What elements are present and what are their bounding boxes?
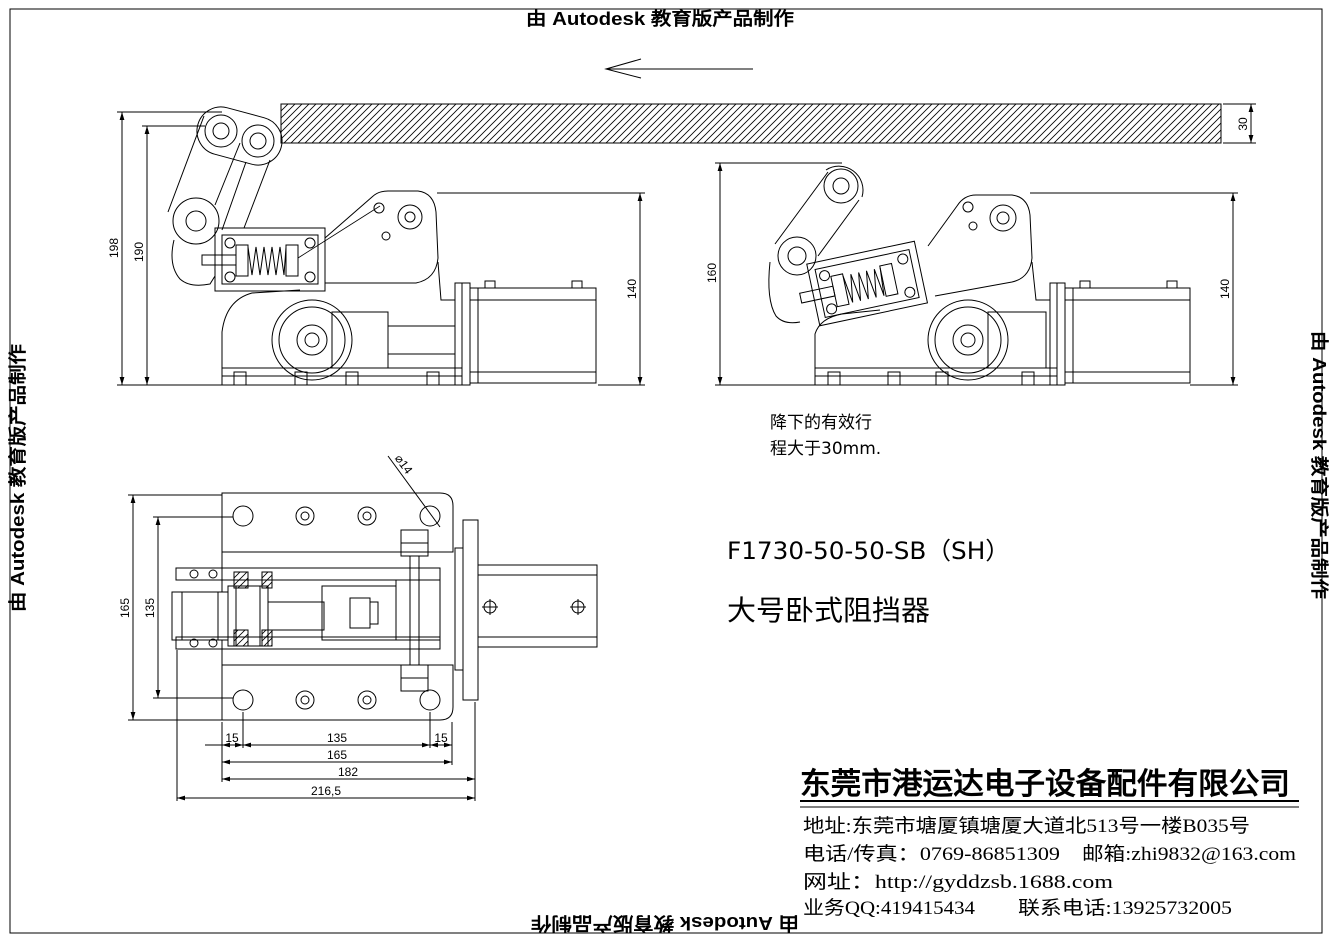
hole-pitch-x-value: 135 xyxy=(327,731,347,745)
company-email: 邮箱:zhi9832@163.com xyxy=(1082,843,1296,865)
company-tel: 联系电话:13925732005 xyxy=(1018,897,1232,919)
rod-housing xyxy=(331,311,389,369)
hole-pitch-y-value: 135 xyxy=(143,598,157,618)
raised-total-height-value: 198 xyxy=(107,238,121,258)
stroke-note-line-2: 程大于30mm. xyxy=(770,439,881,459)
roller-assembly xyxy=(171,571,273,647)
overall-length-dimension: 216,5 xyxy=(177,784,475,801)
overall-length-value: 216,5 xyxy=(311,784,341,798)
company-website: 网址：http://gyddzsb.1688.com xyxy=(803,871,1113,893)
air-port-icon xyxy=(482,599,586,615)
air-cylinder xyxy=(469,280,597,384)
watermark-right: 由 Autodesk 教育版产品制作 xyxy=(1309,331,1330,599)
raised-body-height-value: 140 xyxy=(625,279,639,299)
piston-assembly xyxy=(267,579,441,641)
hole-diameter-value: ⌀14 xyxy=(392,452,416,477)
spring-housing xyxy=(793,240,928,329)
blocker-side-view-raised xyxy=(167,106,597,386)
lowered-roller-height-value: 160 xyxy=(705,263,719,283)
lever-arm xyxy=(167,115,271,286)
hole-spacing-dimension: 15 135 15 xyxy=(205,731,452,748)
workpiece-thickness-value: 30 xyxy=(1236,117,1250,131)
piston-rod xyxy=(387,325,456,355)
plate-width-dimension: 165 xyxy=(118,494,222,721)
through-bolt xyxy=(400,529,429,692)
raised-roller-height-value: 190 xyxy=(132,242,146,262)
rod-housing xyxy=(987,311,1047,369)
product-name: 大号卧式阻挡器 xyxy=(727,594,930,627)
air-cylinder xyxy=(477,564,598,648)
lowered-body-height-dimension: 140 xyxy=(1030,192,1238,386)
plate-width-value: 165 xyxy=(118,598,132,618)
raised-roller-height-dimension: 190 xyxy=(132,125,205,385)
body-length-dimension: 182 xyxy=(222,765,475,782)
company-phone: 电话/传真：0769-86851309 xyxy=(803,843,1060,865)
lever-arm xyxy=(768,171,860,324)
conveyor-direction-arrow xyxy=(604,58,753,79)
air-cylinder xyxy=(1064,280,1191,384)
spring-housing xyxy=(201,227,326,292)
plate-length-value: 165 xyxy=(327,748,347,762)
plate-length-dimension: 165 xyxy=(222,748,452,765)
body-length-value: 182 xyxy=(338,765,358,779)
blocker-body xyxy=(221,190,455,370)
watermark-top: 由 Autodesk 教育版产品制作 xyxy=(526,8,794,29)
cylinder-flange xyxy=(454,519,479,701)
company-name: 东莞市港运达电子设备配件有限公司 xyxy=(800,767,1290,801)
top-roller xyxy=(823,165,864,204)
workpiece-thickness-dimension: 30 xyxy=(1223,103,1256,144)
bottom-roller xyxy=(271,299,353,381)
stroke-note-line-1: 降下的有效行 xyxy=(770,413,872,433)
base-plate xyxy=(221,367,463,386)
company-qq: 业务QQ:419415434 xyxy=(803,897,976,919)
lowered-body-height-value: 140 xyxy=(1218,279,1232,299)
watermark-left: 由 Autodesk 教育版产品制作 xyxy=(7,344,28,612)
edge-right-value: 15 xyxy=(434,731,448,745)
watermark-bottom: 由 Autodesk 教育版产品制作 xyxy=(531,913,799,934)
bottom-roller xyxy=(927,299,1009,381)
lowered-roller-height-dimension: 160 xyxy=(705,162,842,386)
hole-pitch-y-dimension: 135 xyxy=(143,516,233,699)
mounting-plate xyxy=(221,492,454,721)
hole-diameter-callout: ⌀14 xyxy=(387,452,441,528)
sheet-border xyxy=(9,8,1323,934)
product-model: F1730-50-50-SB（SH） xyxy=(727,537,1010,565)
mounting-holes xyxy=(232,505,441,711)
blocker-top-view xyxy=(171,492,598,721)
length-extension-lines xyxy=(176,650,476,801)
base-plate xyxy=(814,367,1058,386)
top-roller-pair xyxy=(196,106,283,166)
conveyor-workpiece xyxy=(280,103,1222,144)
company-address: 地址:东莞市塘厦镇塘厦大道北513号一楼B035号 xyxy=(803,815,1250,837)
edge-left-value: 15 xyxy=(225,731,239,745)
company-info: 东莞市港运达电子设备配件有限公司 地址:东莞市塘厦镇塘厦大道北513号一楼B03… xyxy=(800,767,1299,919)
blocker-body xyxy=(814,194,1050,370)
raised-body-height-dimension: 140 xyxy=(437,192,645,386)
blocker-side-view-lowered xyxy=(768,165,1191,386)
side-bars xyxy=(175,567,441,650)
raised-total-height-dimension: 198 xyxy=(107,111,224,386)
